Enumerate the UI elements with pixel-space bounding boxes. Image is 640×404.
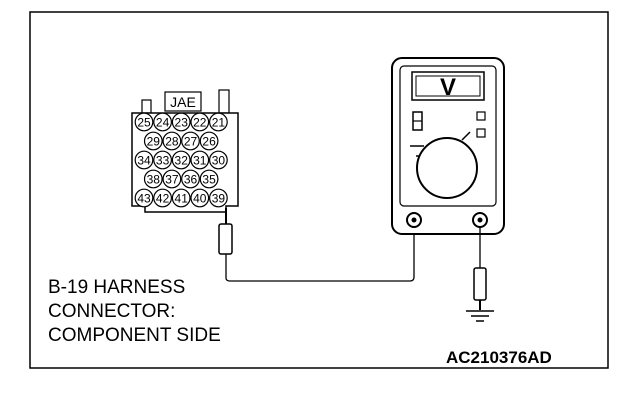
connector-left-tab (141, 99, 152, 114)
connector-pin-label-29: 29 (147, 134, 161, 148)
meter-unit-symbol: V (440, 74, 456, 101)
connector-pin-label-30: 30 (212, 153, 226, 167)
caption-line-1: B-19 HARNESS (48, 277, 186, 298)
connector-pin-36 (181, 169, 200, 189)
connector-pin-label-41: 41 (175, 191, 189, 205)
connector-pin-label-25: 25 (137, 115, 151, 129)
connector-pin-41 (171, 188, 191, 208)
meter-small-button-top (476, 111, 486, 121)
connector-pin-32 (171, 150, 191, 170)
connector-pin-label-27: 27 (184, 134, 198, 148)
connector-label: JAE (170, 94, 196, 110)
connector-pin-label-32: 32 (175, 153, 189, 167)
connector-pin-label-31: 31 (193, 153, 207, 167)
connector-pin-39 (208, 188, 228, 208)
caption-line-3: COMPONENT SIDE (48, 325, 221, 346)
connector-pin-28 (162, 131, 182, 151)
connector-pin-22 (190, 112, 210, 132)
connector-pin-label-33: 33 (156, 153, 170, 167)
ground-lead (466, 227, 494, 322)
connector-pin-29 (143, 131, 163, 151)
connector-pin-label-43: 43 (137, 191, 151, 205)
connector-pin-label-40: 40 (193, 191, 207, 205)
connector-pin-label-42: 42 (156, 191, 170, 205)
meter-display (411, 71, 485, 101)
connector-pin-43 (134, 188, 154, 208)
connector-pin-label-21: 21 (212, 115, 226, 129)
connector-pin-30 (208, 150, 228, 170)
figure-id: AC210376AD (446, 348, 552, 367)
connector-pin-23 (171, 112, 191, 132)
connector-pin-label-26: 26 (202, 134, 216, 148)
connector-pin-label-39: 39 (212, 191, 226, 205)
connector-pin-label-24: 24 (156, 115, 170, 129)
connector-pin-label-28: 28 (165, 134, 179, 148)
connector-probe (218, 208, 233, 278)
voltmeter: V (391, 57, 505, 235)
meter-rotary-dial (416, 137, 478, 199)
connector-pin-31 (190, 150, 210, 170)
connector-pin-34 (134, 150, 154, 170)
harness-connector: JAE 25 24 23 22 21 29 28 27 26 34 33 32 31 30 38 37 36 35… (131, 89, 239, 213)
connector-pin-label-34: 34 (137, 153, 151, 167)
ground-symbol-icon (466, 310, 494, 322)
connector-pin-38 (143, 169, 163, 189)
connector-pin-37 (162, 169, 182, 189)
probe-body (218, 223, 233, 255)
ground-probe-body (473, 267, 487, 301)
connector-pin-26 (199, 131, 219, 151)
connector-pin-label-22: 22 (193, 115, 207, 129)
connector-pin-27 (181, 131, 200, 151)
connector-right-tab (218, 89, 230, 114)
meter-small-button-bottom (476, 128, 486, 138)
test-lead-wire (225, 228, 415, 282)
connector-pin-25 (134, 112, 154, 132)
caption-line-2: CONNECTOR: (48, 301, 176, 322)
connector-pin-42 (153, 188, 173, 208)
connector-pin-24 (153, 112, 173, 132)
connector-pin-21 (208, 112, 228, 132)
connector-label-box (164, 91, 202, 112)
connector-pin-label-35: 35 (202, 172, 216, 186)
connector-pin-40 (190, 188, 210, 208)
connector-pin-35 (199, 169, 219, 189)
connector-pin-label-23: 23 (175, 115, 189, 129)
connector-pins: 25 24 23 22 21 29 28 27 26 34 33 32 31 30 38 37 36 35 43 42… (134, 112, 228, 208)
connector-pin-33 (153, 150, 173, 170)
connector-pin-label-37: 37 (165, 172, 179, 186)
connector-pin-label-36: 36 (184, 172, 198, 186)
diagram-frame (29, 11, 609, 369)
connector-pin-label-38: 38 (147, 172, 161, 186)
